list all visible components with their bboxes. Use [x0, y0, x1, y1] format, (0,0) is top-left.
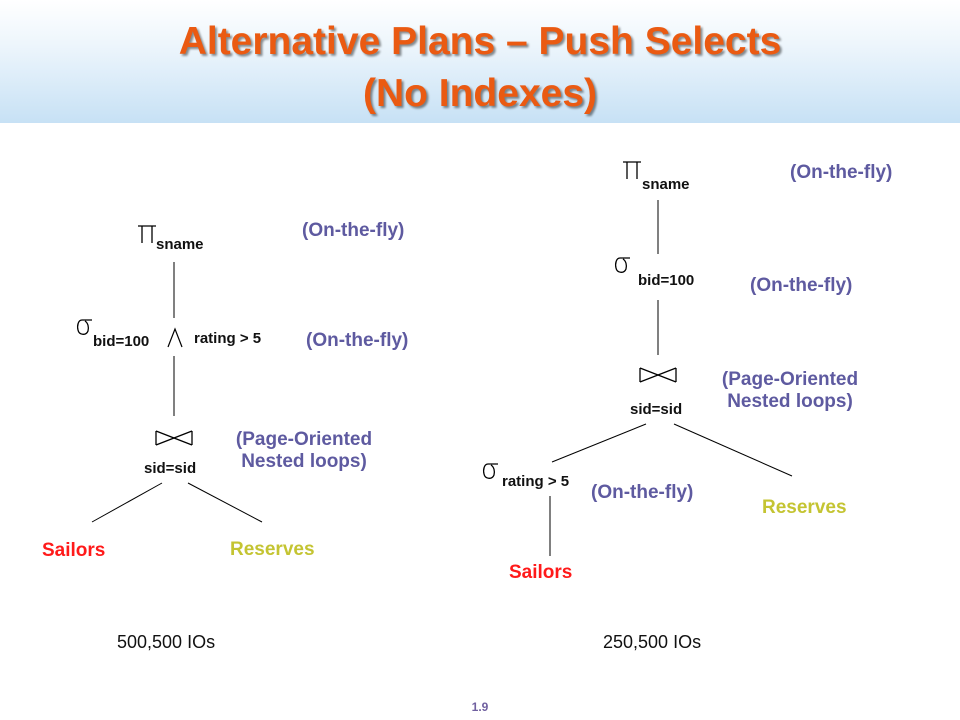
right-projection-note: (On-the-fly) [790, 162, 893, 183]
right-join-condition: sid=sid [630, 401, 683, 418]
right-leaf-sailors: Sailors [509, 562, 573, 583]
right-join-note-line-1: (Page-Oriented [721, 369, 859, 390]
left-select-rating: rating > 5 [194, 330, 262, 347]
join-bowtie-icon [639, 367, 677, 383]
right-join-note: (Page-Oriented Nested loops) [702, 369, 878, 413]
left-select-bid: bid=100 [93, 333, 150, 350]
left-join-note-line-2: Nested loops) [241, 451, 367, 472]
left-plan-cost: 500,500 IOs [117, 632, 216, 652]
left-select-note: (On-the-fly) [306, 330, 409, 351]
left-leaf-sailors: Sailors [42, 540, 106, 561]
left-join-condition: sid=sid [144, 460, 197, 477]
title-banner: Alternative Plans – Push Selects (No Ind… [0, 0, 960, 123]
right-projection-attr: sname [642, 176, 690, 193]
join-bowtie-icon [155, 430, 193, 446]
slide-title-line-2: (No Indexes) [362, 72, 598, 115]
projection-pi-icon [623, 161, 641, 179]
projection-pi-icon [138, 225, 156, 243]
slide-title-line-1: Alternative Plans – Push Selects [178, 20, 782, 63]
right-join-note-line-2: Nested loops) [727, 391, 853, 412]
logical-and-icon [167, 327, 183, 348]
left-projection-note: (On-the-fly) [302, 220, 405, 241]
selection-sigma-icon [614, 257, 630, 273]
selection-sigma-icon [482, 463, 498, 479]
left-join-note-line-1: (Page-Oriented [235, 429, 373, 450]
right-select-rating-note: (On-the-fly) [591, 482, 694, 503]
left-join-note: (Page-Oriented Nested loops) [216, 429, 392, 473]
right-select-rating: rating > 5 [502, 473, 570, 490]
left-projection-attr: sname [156, 236, 204, 253]
right-select-bid-note: (On-the-fly) [750, 275, 853, 296]
right-leaf-reserves: Reserves [762, 497, 847, 518]
right-plan-cost: 250,500 IOs [603, 632, 702, 652]
left-leaf-reserves: Reserves [230, 539, 315, 560]
page-number: 1.9 [471, 700, 489, 714]
right-select-bid: bid=100 [638, 272, 695, 289]
selection-sigma-icon [76, 319, 92, 335]
